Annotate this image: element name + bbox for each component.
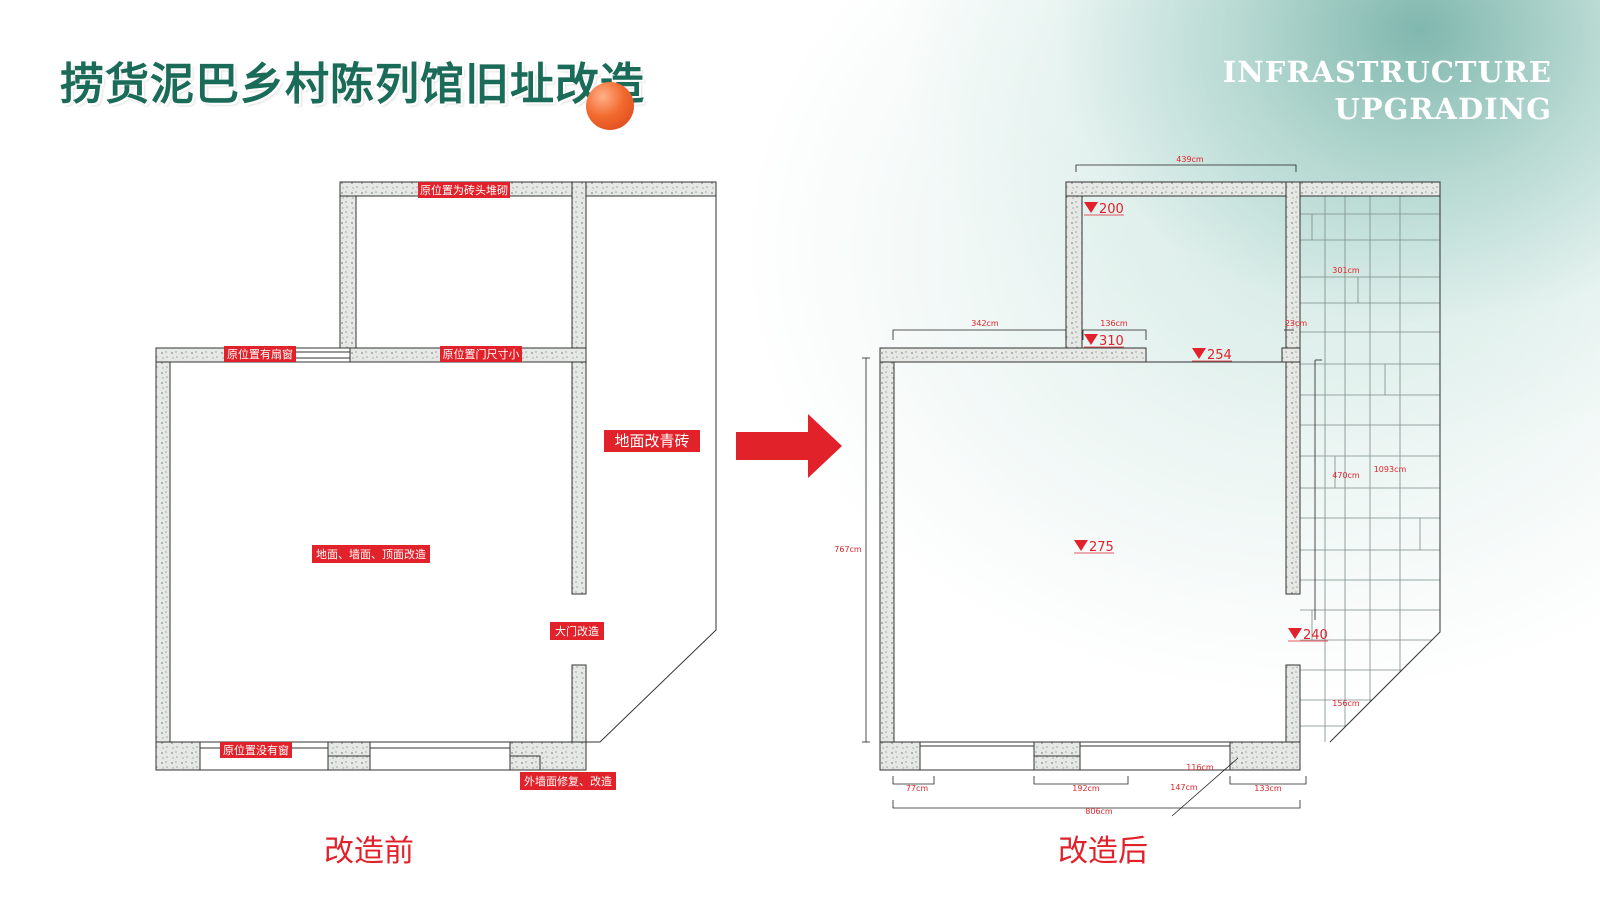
after-dimension-labels: 439cm 342cm 136cm 23cm 301cm 470cm 1093c… (834, 155, 1406, 816)
dim-23: 23cm (1285, 319, 1308, 328)
svg-text:原位置有扇窗: 原位置有扇窗 (227, 347, 293, 361)
elevation-310: 310 (1084, 334, 1124, 349)
transform-arrow (736, 414, 842, 478)
svg-text:275: 275 (1089, 540, 1114, 555)
english-subtitle-line1: INFRASTRUCTURE (1222, 55, 1552, 89)
dim-470: 470cm (1332, 471, 1360, 480)
label-renovation: 地面、墙面、顶面改造 (312, 545, 430, 563)
dim-806: 806cm (1085, 807, 1113, 816)
dim-192: 192cm (1072, 784, 1100, 793)
dim-1093: 1093cm (1374, 465, 1407, 474)
svg-text:200: 200 (1099, 202, 1124, 217)
elevation-200: 200 (1084, 202, 1124, 217)
caption-after: 改造后 (1058, 834, 1148, 869)
dim-133: 133cm (1254, 784, 1282, 793)
dim-77: 77cm (906, 784, 929, 793)
caption-before: 改造前 (324, 834, 414, 869)
svg-text:原位置为砖头堆砌: 原位置为砖头堆砌 (420, 183, 508, 197)
english-subtitle-line2: UPGRADING (1334, 92, 1552, 126)
dim-301: 301cm (1332, 266, 1360, 275)
svg-text:地面、墙面、顶面改造: 地面、墙面、顶面改造 (316, 547, 426, 561)
svg-text:310: 310 (1099, 334, 1124, 349)
svg-text:240: 240 (1303, 628, 1328, 643)
svg-text:原位置没有窗: 原位置没有窗 (223, 743, 289, 757)
elevation-275: 275 (1074, 540, 1114, 555)
orange-dot-decoration (586, 82, 634, 130)
page-title: 捞货泥巴乡村陈列馆旧址改造 (60, 59, 645, 110)
label-exterior: 外墙面修复、改造 (520, 772, 616, 790)
label-top-wall: 原位置为砖头堆砌 (418, 182, 510, 198)
dim-116: 116cm (1186, 763, 1214, 772)
dim-147: 147cm (1170, 783, 1198, 792)
label-gate: 大门改造 (550, 622, 604, 640)
svg-text:地面改青砖: 地面改青砖 (614, 432, 689, 450)
before-plan (155, 181, 717, 771)
after-tile-courtyard (1300, 195, 1441, 743)
label-door-small: 原位置门尺寸小 (440, 346, 522, 362)
after-elevation-markers: 200 310 254 275 240 (1074, 202, 1328, 643)
after-dimension-lines (862, 164, 1322, 817)
elevation-254: 254 (1192, 348, 1232, 363)
dim-136: 136cm (1100, 319, 1128, 328)
dim-439: 439cm (1176, 155, 1204, 164)
svg-text:254: 254 (1207, 348, 1232, 363)
before-labels: 原位置为砖头堆砌 原位置有扇窗 原位置门尺寸小 地面改青砖 地面、墙面、顶面改造… (220, 182, 700, 790)
svg-text:原位置门尺寸小: 原位置门尺寸小 (443, 347, 520, 361)
english-subtitle: INFRASTRUCTURE UPGRADING (1223, 54, 1552, 128)
label-fan-window: 原位置有扇窗 (224, 346, 296, 362)
label-no-window: 原位置没有窗 (220, 742, 292, 758)
svg-text:外墙面修复、改造: 外墙面修复、改造 (524, 774, 612, 788)
dim-767: 767cm (834, 545, 862, 554)
svg-text:大门改造: 大门改造 (555, 624, 599, 638)
dim-156: 156cm (1332, 699, 1360, 708)
label-floor-tile: 地面改青砖 (604, 430, 700, 452)
elevation-240: 240 (1288, 628, 1328, 643)
dim-342: 342cm (971, 319, 999, 328)
